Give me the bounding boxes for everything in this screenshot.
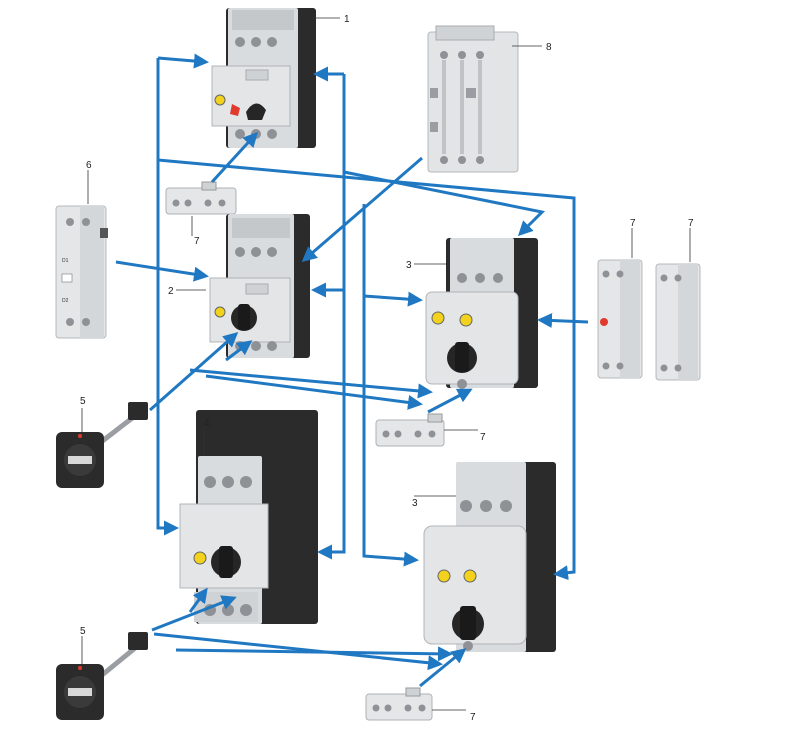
arrow-handle-to-device-2 (149, 332, 239, 412)
breaker-toggle-device (211, 8, 316, 148)
breaker-rotary-device-small (209, 214, 310, 358)
connection-arrows (115, 53, 589, 688)
callout-7-middle: 7 (480, 432, 486, 443)
callout-1: 1 (344, 14, 350, 25)
side-auxiliary-contact-plain (655, 263, 701, 381)
arrow-device-2-lower (225, 340, 253, 362)
arrow-device-4-to-device-3 (175, 646, 453, 662)
front-auxiliary-contact-middle (375, 413, 445, 447)
front-auxiliary-contact-bottom (365, 687, 433, 721)
callout-2: 2 (168, 286, 174, 297)
callout-3-upper: 3 (406, 260, 412, 271)
arrow-to-device-3-upper-top (343, 170, 546, 237)
callout-5-lower: 5 (80, 626, 86, 637)
callout-7-side-red: 7 (630, 218, 636, 229)
side-auxiliary-block: D1 D2 (55, 205, 108, 339)
arrow-top-bus (157, 158, 576, 581)
callout-7-left: 7 (194, 236, 200, 247)
marking-d2: D2 (62, 298, 69, 304)
door-coupling-handle-upper (56, 402, 148, 488)
arrow-aux-mid-to-device-3 (427, 388, 473, 414)
arrow-to-device-1 (157, 53, 209, 69)
arrow-side-aux-to-device-3 (537, 313, 589, 328)
arrow-aux-bottom-to-device-3 (419, 648, 467, 688)
breaker-rotary-device-medium-lower (423, 462, 556, 652)
callout-8: 8 (546, 42, 552, 53)
callout-6: 6 (86, 160, 92, 171)
arrow-mid-bus (362, 204, 419, 567)
arrow-device-2-to-device-3 (189, 368, 433, 399)
arrow-side-aux-to-device-2 (115, 260, 209, 282)
arrow-aux-to-device-1 (210, 131, 259, 184)
arrow-device-2-to-device-3-b (205, 374, 423, 410)
callout-7-side-plain: 7 (688, 218, 694, 229)
callout-5-upper: 5 (80, 396, 86, 407)
door-coupling-handle-lower (56, 632, 148, 720)
arrow-handle-lower-to-device-3 (153, 632, 443, 671)
side-auxiliary-contact-red (597, 259, 643, 379)
arrow-left-bus (156, 58, 179, 536)
breaker-rotary-device-large (179, 410, 318, 624)
arrow-device-4-up (188, 587, 208, 613)
callout-7-bottom: 7 (470, 712, 476, 723)
marking-d1: D1 (62, 258, 69, 264)
arrow-handle-lower-to-device-4 (151, 595, 237, 632)
arrow-right-bus-1 (317, 74, 346, 560)
busbar-adapter-device (427, 25, 519, 173)
callout-4: 4 (204, 418, 210, 429)
breaker-rotary-device-medium-upper (425, 238, 538, 389)
arrow-to-device-3-upper (363, 291, 423, 307)
front-auxiliary-contact-left (165, 181, 237, 215)
callout-3-lower: 3 (412, 498, 418, 509)
